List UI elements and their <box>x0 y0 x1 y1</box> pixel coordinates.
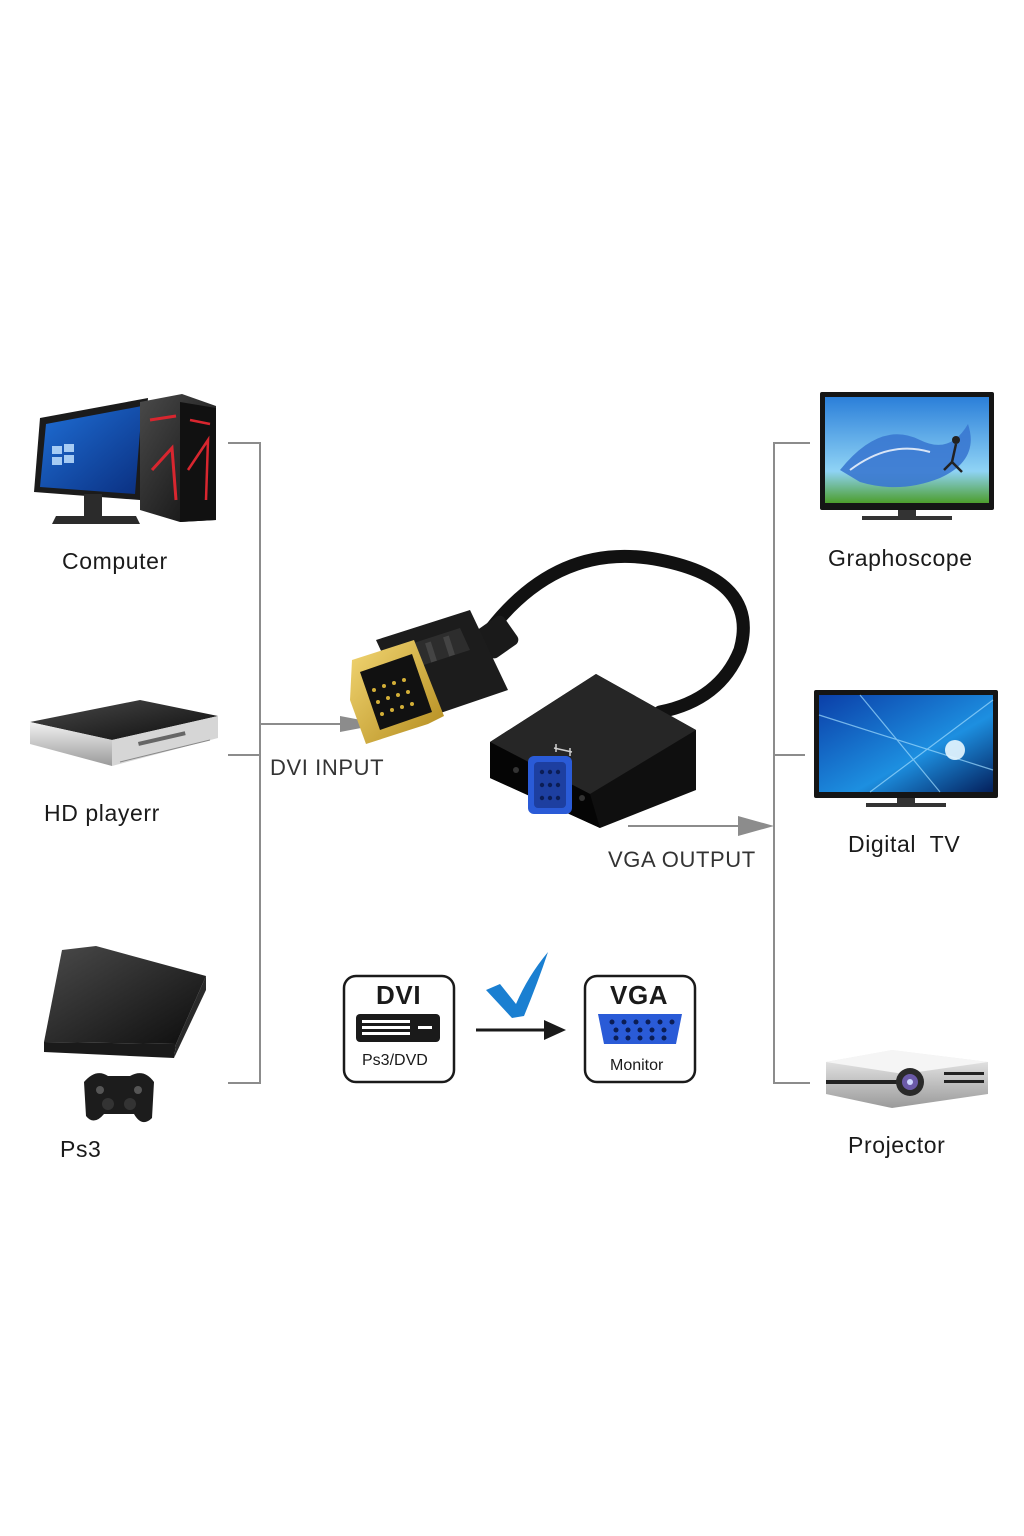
label-graphoscope: Graphoscope <box>828 545 973 571</box>
legend-dvi-sub: Ps3/DVD <box>362 1052 428 1069</box>
ps3-icon <box>44 946 206 1123</box>
label-dvi-input: DVI INPUT <box>270 755 385 780</box>
legend-vga-title: VGA <box>610 980 669 1010</box>
legend-vga-sub: Monitor <box>610 1057 664 1074</box>
dvi-plug <box>350 610 508 744</box>
check-icon <box>486 952 548 1018</box>
computer-icon <box>34 394 216 524</box>
label-ps3: Ps3 <box>60 1136 102 1162</box>
graphoscope-icon <box>820 392 994 520</box>
vga-legend-box <box>583 974 697 1084</box>
label-hd-player: HD playerr <box>44 800 160 826</box>
projector-icon <box>826 1050 988 1108</box>
label-vga-output: VGA OUTPUT <box>608 847 756 872</box>
label-digital-tv: Digital TV <box>848 831 961 857</box>
hd-player-icon <box>30 700 218 766</box>
vga-adapter-box <box>490 674 696 828</box>
label-computer: Computer <box>62 548 168 574</box>
adapter-cable <box>483 549 750 719</box>
output-bracket-lines <box>628 442 810 1084</box>
vga-output-arrow <box>738 816 774 836</box>
legend-arrow <box>476 1020 566 1040</box>
digital-tv-icon <box>814 690 998 807</box>
legend-dvi-title: DVI <box>376 980 422 1010</box>
dvi-legend-box <box>342 974 456 1084</box>
label-projector: Projector <box>848 1132 946 1158</box>
